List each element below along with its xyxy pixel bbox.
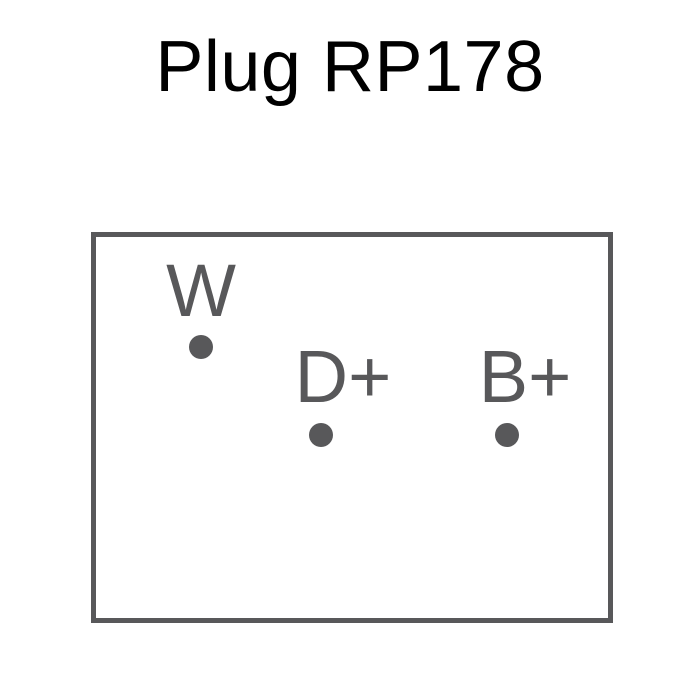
pin-w-dot [189,335,213,359]
pin-b-plus-dot [495,423,519,447]
pin-label-w: W [166,249,236,332]
plug-title: Plug RP178 [155,27,545,107]
plug-connector-outline [91,232,613,623]
pin-label-b-plus: B+ [478,335,572,418]
pin-label-d-plus: D+ [294,335,392,418]
pin-d-plus-dot [309,423,333,447]
